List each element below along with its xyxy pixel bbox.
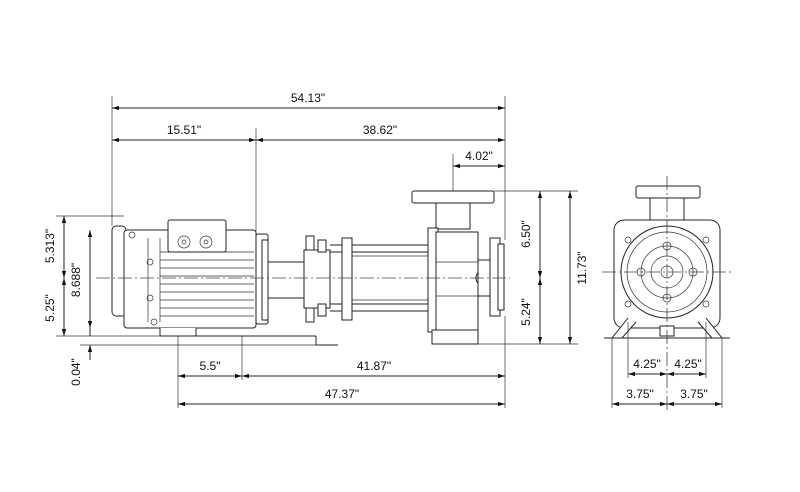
dim-side-right-bolt: 4.25" bbox=[674, 357, 702, 371]
dim-motor-height-lower: 5.25" bbox=[43, 294, 57, 322]
dim-side-right-foot: 3.75" bbox=[680, 387, 708, 401]
dimension-lines bbox=[56, 96, 723, 408]
motor bbox=[111, 219, 269, 337]
dim-motor-height-upper: 5.313" bbox=[43, 229, 57, 263]
dim-overall-height: 11.73" bbox=[575, 251, 589, 284]
dim-base-offset: 0.04" bbox=[69, 358, 83, 386]
dim-side-left-foot: 3.75" bbox=[626, 387, 654, 401]
dim-discharge-height: 6.50" bbox=[519, 220, 533, 248]
dim-pump-length: 38.62" bbox=[363, 123, 397, 137]
dim-base-length: 47.37" bbox=[325, 387, 359, 401]
dim-flange-offset: 4.02" bbox=[465, 149, 493, 163]
side-view bbox=[602, 176, 732, 410]
dim-foot-span: 41.87" bbox=[357, 359, 391, 373]
dim-foot-offset: 5.5" bbox=[200, 359, 221, 373]
dim-suction-height: 5.24" bbox=[519, 298, 533, 326]
dim-motor-height: 8.688" bbox=[69, 263, 83, 297]
dim-side-left-bolt: 4.25" bbox=[633, 357, 661, 371]
dim-overall-length: 54.13" bbox=[291, 91, 325, 105]
coupling-frame bbox=[196, 235, 428, 346]
dim-motor-length: 15.51" bbox=[167, 123, 201, 137]
pump-head bbox=[411, 190, 505, 345]
